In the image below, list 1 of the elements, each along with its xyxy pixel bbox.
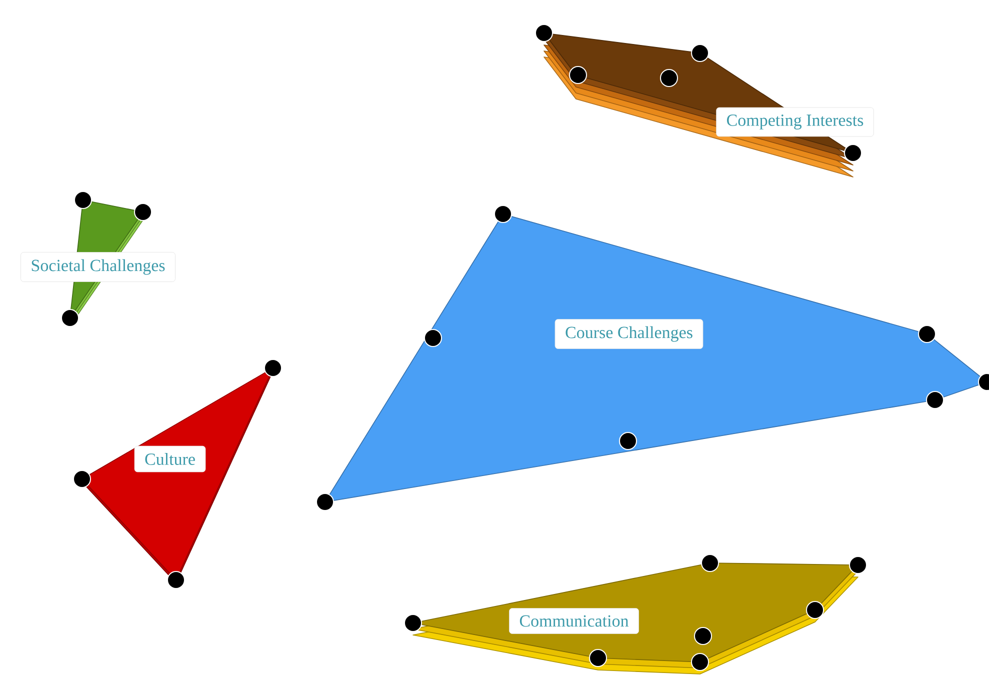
cluster-label: Course Challenges xyxy=(554,319,704,349)
